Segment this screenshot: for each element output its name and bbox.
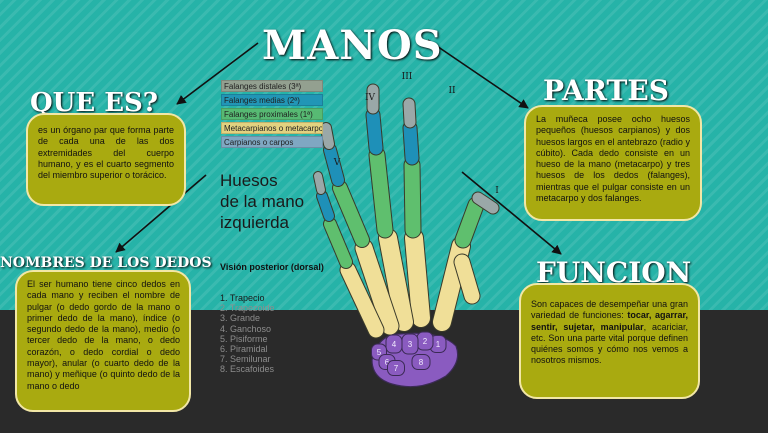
bone-list-item: 7. Semilunar: [220, 354, 271, 365]
bone-list-item: 2. Trapezoide: [220, 303, 275, 314]
finger-5-distal-phalanx: [314, 172, 325, 194]
view-label: Visión posterior (dorsal): [220, 262, 324, 272]
carpal-bone-list: 1. Trapecio 2. Trapezoide 3. Grande 4. G…: [220, 293, 275, 375]
carpal-bone: [411, 354, 431, 370]
finger-3-metacarpal: [379, 229, 413, 331]
finger-numeral-label: I: [495, 186, 499, 196]
nombres-text: El ser humano tiene cinco dedos en cada …: [27, 279, 180, 391]
diagram-heading: Huesos de la mano izquierda: [220, 171, 305, 232]
partes-box: La muñeca posee ocho huesos pequeños (hu…: [524, 105, 702, 221]
carpal-number-label: 1: [436, 340, 441, 349]
finger-2-proximal-phalanx: [404, 157, 421, 238]
finger-2-distal-phalanx: [403, 98, 416, 128]
legend-item-carpal: Carpianos o carpos: [221, 136, 323, 148]
partes-title: PARTES: [543, 74, 669, 107]
carpal-number-label: 4: [392, 340, 397, 349]
funcion-text: Son capaces de desempeñar una gran varie…: [531, 299, 688, 367]
partes-text: La muñeca posee ocho huesos pequeños (hu…: [536, 114, 690, 204]
legend-item-proximal: Falanges proximales (1ª): [221, 108, 323, 120]
finger-numeral-label: IV: [365, 93, 376, 103]
carpal-number-label: 2: [423, 337, 428, 346]
finger-3-proximal-phalanx: [369, 147, 393, 238]
carpal-number-label: 7: [394, 364, 399, 373]
finger-2-middle-phalanx: [403, 121, 419, 165]
carpal-number-label: 3: [408, 340, 413, 349]
carpal-number-label: 5: [377, 348, 382, 357]
nombres-title: NOMBRES DE LOS DEDOS: [0, 255, 212, 271]
funcion-text-bold: tocar, agarrar, sentir, sujetar, manipul…: [531, 310, 688, 332]
finger-1-distal-phalanx: [472, 192, 499, 214]
bone-list-item: 1. Trapecio: [220, 293, 265, 303]
arrow-to-que-es: [176, 42, 259, 105]
thumb-base: [454, 254, 480, 304]
finger-5-proximal-phalanx: [324, 218, 352, 268]
bone-list-item: 6. Piramidal: [220, 344, 268, 355]
funcion-box: Son capaces de desempeñar una gran varie…: [519, 283, 700, 399]
bone-legend: Falanges distales (3ª) Falanges medias (…: [221, 80, 323, 150]
legend-item-middle: Falanges medias (2ª): [221, 94, 323, 106]
finger-3-middle-phalanx: [366, 108, 383, 155]
funcion-text-after: , acariciar, etc. Son una parte vital po…: [531, 321, 688, 366]
finger-numeral-label: III: [402, 72, 413, 82]
bone-list-item: 4. Ganchoso: [220, 323, 272, 334]
carpal-number-label: 6: [385, 358, 390, 367]
finger-5-metacarpal: [340, 262, 384, 338]
finger-1-proximal-phalanx: [455, 197, 484, 248]
arrow-to-nombres: [115, 174, 207, 253]
finger-numeral-label: V: [333, 158, 341, 168]
que-es-box: es un órgano par que forma parte de cada…: [26, 113, 186, 206]
bone-list-item: 3. Grande: [220, 313, 261, 324]
finger-4-proximal-phalanx: [333, 181, 369, 247]
carpal-number-label: 8: [419, 358, 424, 367]
finger-5-middle-phalanx: [317, 191, 334, 221]
finger-2-metacarpal: [405, 229, 430, 327]
arrow-to-funcion: [461, 171, 562, 255]
que-es-text: es un órgano par que forma parte de cada…: [38, 125, 174, 181]
funcion-text-before: Son capaces de desempeñar una gran varie…: [531, 299, 688, 321]
finger-4-middle-phalanx: [324, 144, 344, 186]
bone-list-item: 5. Pisiforme: [220, 333, 268, 344]
finger-4-metacarpal: [355, 239, 399, 335]
page-title: MANOS: [262, 22, 443, 69]
nombres-box: El ser humano tiene cinco dedos en cada …: [15, 270, 191, 412]
legend-item-distal: Falanges distales (3ª): [221, 80, 323, 92]
legend-item-metacarpal: Metacarpianos o metacarpos: [221, 122, 323, 134]
finger-4-distal-phalanx: [321, 123, 334, 149]
bone-list-item: 8. Escafoides: [220, 364, 275, 375]
arrow-to-partes: [427, 39, 529, 109]
finger-numeral-label: II: [448, 86, 456, 96]
carpal-bone: [385, 334, 403, 354]
carpal-bone: [387, 360, 405, 376]
